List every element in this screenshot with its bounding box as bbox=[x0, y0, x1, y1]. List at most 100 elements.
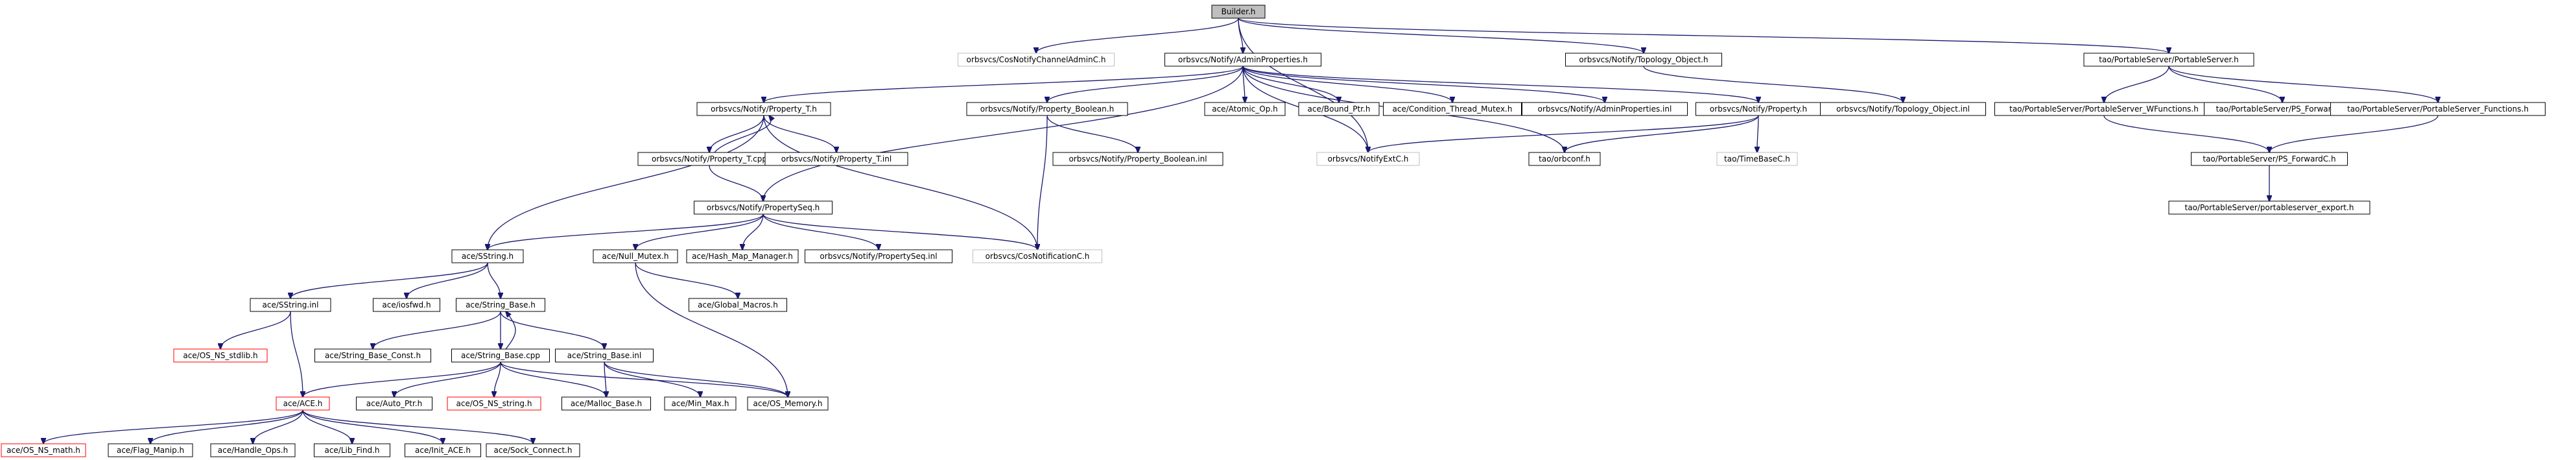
graph-node-init_ace[interactable]: ace/Init_ACE.h bbox=[405, 443, 481, 457]
graph-node-string_base_cpp[interactable]: ace/String_Base.cpp bbox=[451, 348, 550, 363]
edge-property_t_cpp-to-property_t_h bbox=[714, 115, 771, 153]
graph-node-flag_manip[interactable]: ace/Flag_Manip.h bbox=[108, 443, 193, 457]
graph-node-global_macros[interactable]: ace/Global_Macros.h bbox=[689, 298, 787, 312]
graph-node-notifyextc[interactable]: orbsvcs/NotifyExtC.h bbox=[1316, 152, 1420, 166]
graph-node-string_base_const[interactable]: ace/String_Base_Const.h bbox=[314, 348, 431, 363]
graph-node-property_h[interactable]: orbsvcs/Notify/Property.h bbox=[1696, 102, 1821, 116]
graph-node-os_ns_math[interactable]: ace/OS_NS_math.h bbox=[1, 443, 86, 457]
graph-node-cond_thread_mutex[interactable]: ace/Condition_Thread_Mutex.h bbox=[1383, 102, 1522, 116]
graph-node-bound_ptr[interactable]: ace/Bound_Ptr.h bbox=[1298, 102, 1380, 116]
graph-node-os_memory[interactable]: ace/OS_Memory.h bbox=[747, 396, 829, 411]
node-box bbox=[1565, 53, 1722, 67]
node-label: orbsvcs/CosNotifyChannelAdminC.h bbox=[967, 55, 1106, 64]
node-box bbox=[447, 396, 541, 411]
graph-node-ps_export[interactable]: tao/PortableServer/portableserver_export… bbox=[2168, 200, 2370, 215]
node-label: orbsvcs/Notify/Property_T.h bbox=[711, 104, 817, 114]
node-label: orbsvcs/Notify/Topology_Object.inl bbox=[1836, 104, 1970, 114]
node-label: orbsvcs/NotifyExtC.h bbox=[1328, 154, 1409, 163]
graph-node-propertyseq_h[interactable]: orbsvcs/Notify/PropertySeq.h bbox=[694, 200, 833, 215]
node-label: orbsvcs/CosNotificationC.h bbox=[986, 252, 1090, 261]
edge-portableserver-to-ps_forwarda bbox=[2168, 66, 2282, 103]
edge-ps_functions-to-ps_forwardc bbox=[2269, 115, 2439, 152]
graph-node-atomic_op[interactable]: ace/Atomic_Op.h bbox=[1204, 102, 1286, 116]
graph-node-builder[interactable]: Builder.h bbox=[1211, 5, 1266, 19]
graph-node-auto_ptr[interactable]: ace/Auto_Ptr.h bbox=[356, 396, 432, 411]
edge-ace_h-to-flag_manip bbox=[150, 409, 303, 444]
node-box bbox=[173, 348, 268, 363]
edge-propertyseq_h-to-cosnotificationc bbox=[762, 213, 1037, 250]
graph-node-topologyobj[interactable]: orbsvcs/Notify/Topology_Object.h bbox=[1565, 53, 1722, 67]
graph-node-property_t_inl[interactable]: orbsvcs/Notify/Property_T.inl bbox=[764, 152, 908, 166]
edge-string_base_cpp-to-malloc_base bbox=[500, 361, 606, 397]
graph-node-property_t_cpp[interactable]: orbsvcs/Notify/Property_T.cpp bbox=[637, 152, 781, 166]
node-label: ace/String_Base.cpp bbox=[461, 351, 540, 360]
graph-node-sstring_inl[interactable]: ace/SString.inl bbox=[250, 298, 331, 312]
graph-node-adminprops_inl[interactable]: orbsvcs/Notify/AdminProperties.inl bbox=[1522, 102, 1688, 116]
node-box bbox=[1820, 102, 1986, 116]
graph-node-timebasec[interactable]: tao/TimeBaseC.h bbox=[1716, 152, 1798, 166]
edge-builder-to-portableserver bbox=[1238, 18, 2169, 53]
node-label: ace/Bound_Ptr.h bbox=[1308, 104, 1371, 114]
graph-node-portableserver[interactable]: tao/PortableServer/PortableServer.h bbox=[2083, 53, 2254, 67]
graph-node-null_mutex[interactable]: ace/Null_Mutex.h bbox=[593, 249, 678, 263]
graph-node-hash_map_manager[interactable]: ace/Hash_Map_Manager.h bbox=[686, 249, 799, 263]
node-label: ace/Min_Max.h bbox=[672, 399, 729, 408]
graph-node-lib_find[interactable]: ace/Lib_Find.h bbox=[314, 443, 390, 457]
graph-node-ps_wfunctions[interactable]: tao/PortableServer/PortableServer_WFunct… bbox=[1994, 102, 2214, 116]
node-box bbox=[664, 396, 737, 411]
edge-ace_h-to-os_ns_math bbox=[43, 409, 303, 444]
graph-node-propertyseq_inl[interactable]: orbsvcs/Notify/PropertySeq.inl bbox=[805, 249, 952, 263]
graph-node-malloc_base[interactable]: ace/Malloc_Base.h bbox=[561, 396, 651, 411]
edge-ace_h-to-lib_find bbox=[302, 409, 352, 444]
edge-adminprops-to-propertyseq_h bbox=[763, 66, 1244, 201]
graph-node-cosnotificationc[interactable]: orbsvcs/CosNotificationC.h bbox=[973, 249, 1102, 263]
graph-node-orbconf[interactable]: tao/orbconf.h bbox=[1528, 152, 1601, 166]
edge-string_base_cpp-to-os_memory bbox=[500, 361, 788, 397]
node-label: tao/PortableServer/PS_ForwardC.h bbox=[2203, 154, 2335, 163]
graph-node-sstring_h[interactable]: ace/SString.h bbox=[451, 249, 524, 263]
node-box bbox=[276, 396, 330, 411]
graph-node-min_max[interactable]: ace/Min_Max.h bbox=[664, 396, 737, 411]
graph-node-string_base_h[interactable]: ace/String_Base.h bbox=[456, 298, 545, 312]
graph-node-property_boolean_inl[interactable]: orbsvcs/Notify/Property_Boolean.inl bbox=[1052, 152, 1223, 166]
node-box bbox=[405, 443, 481, 457]
node-label: ace/OS_NS_math.h bbox=[6, 446, 80, 455]
graph-node-ace_h[interactable]: ace/ACE.h bbox=[276, 396, 330, 411]
edge-ps_wfunctions-to-ps_forwardc bbox=[2103, 115, 2269, 152]
edge-propertyseq_h-to-hash_map_manager bbox=[742, 213, 764, 250]
node-box bbox=[593, 249, 678, 263]
node-label: ace/Condition_Thread_Mutex.h bbox=[1393, 104, 1513, 114]
edge-adminprops-to-bound_ptr bbox=[1242, 66, 1339, 103]
graph-node-adminprops[interactable]: orbsvcs/Notify/AdminProperties.h bbox=[1164, 53, 1321, 67]
node-box bbox=[1052, 152, 1223, 166]
node-label: orbsvcs/Notify/AdminProperties.inl bbox=[1538, 104, 1672, 114]
node-box bbox=[1, 443, 86, 457]
edge-adminprops-to-cond_thread_mutex bbox=[1242, 66, 1452, 103]
graph-node-property_boolean_h[interactable]: orbsvcs/Notify/Property_Boolean.h bbox=[966, 102, 1128, 116]
graph-node-handle_ops[interactable]: ace/Handle_Ops.h bbox=[210, 443, 296, 457]
graph-node-iosfwd[interactable]: ace/iosfwd.h bbox=[373, 298, 440, 312]
node-label: ace/SString.inl bbox=[263, 300, 319, 309]
edge-null_mutex-to-global_macros bbox=[635, 262, 738, 298]
edge-propertyseq_h-to-sstring_h bbox=[488, 213, 764, 250]
graph-node-ps_functions[interactable]: tao/PortableServer/PortableServer_Functi… bbox=[2330, 102, 2546, 116]
edge-ace_h-to-handle_ops bbox=[253, 409, 303, 444]
edge-property_h-to-timebasec bbox=[1757, 115, 1758, 152]
graph-node-topologyobj_inl[interactable]: orbsvcs/Notify/Topology_Object.inl bbox=[1820, 102, 1986, 116]
graph-node-os_ns_string[interactable]: ace/OS_NS_string.h bbox=[447, 396, 541, 411]
edge-string_base_inl-to-min_max bbox=[604, 361, 700, 397]
graph-node-property_t_h[interactable]: orbsvcs/Notify/Property_T.h bbox=[696, 102, 831, 116]
node-label: ace/OS_NS_stdlib.h bbox=[183, 351, 257, 360]
edge-string_base_h-to-string_base_const bbox=[373, 311, 501, 349]
graph-node-os_ns_stdlib[interactable]: ace/OS_NS_stdlib.h bbox=[173, 348, 268, 363]
node-box bbox=[1522, 102, 1688, 116]
graph-node-cosnotifychanneladmin[interactable]: orbsvcs/CosNotifyChannelAdminC.h bbox=[958, 53, 1115, 67]
node-label: ace/Atomic_Op.h bbox=[1212, 104, 1278, 114]
graph-node-sock_connect[interactable]: ace/Sock_Connect.h bbox=[486, 443, 580, 457]
node-box bbox=[1298, 102, 1380, 116]
edge-adminprops-to-property_h bbox=[1242, 66, 1758, 103]
graph-node-ps_forwardc[interactable]: tao/PortableServer/PS_ForwardC.h bbox=[2191, 152, 2348, 166]
edge-adminprops-to-property_t_h bbox=[764, 66, 1244, 103]
graph-node-string_base_inl[interactable]: ace/String_Base.inl bbox=[555, 348, 654, 363]
node-box bbox=[250, 298, 331, 312]
